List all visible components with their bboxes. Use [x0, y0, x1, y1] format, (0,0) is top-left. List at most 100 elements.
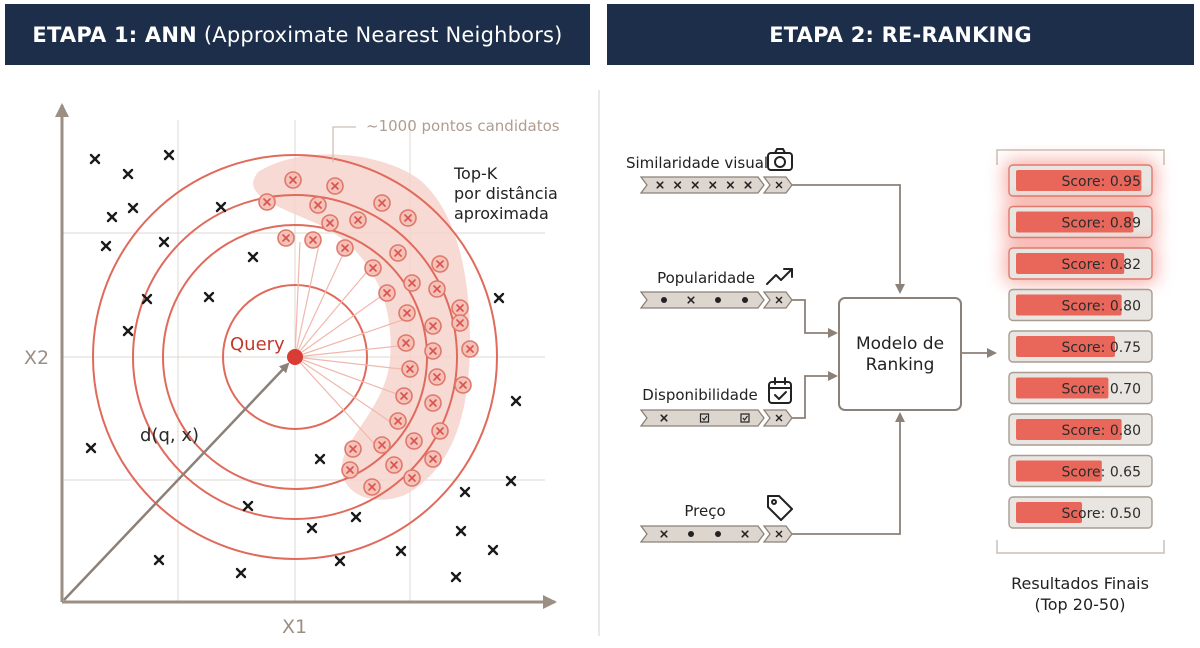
candidate-x-icon — [436, 260, 444, 268]
background-point — [334, 555, 346, 567]
strip-x — [660, 530, 668, 538]
score-bar — [1016, 377, 1109, 399]
background-point — [122, 168, 134, 180]
candidate-x-icon — [429, 455, 437, 463]
strip-x — [744, 181, 752, 189]
strip-dot — [688, 531, 694, 537]
candidate-point — [385, 456, 403, 474]
strip-end-x — [775, 181, 783, 189]
candidate-point — [373, 194, 391, 212]
candidates-leader — [332, 126, 356, 162]
strip-x — [656, 181, 664, 189]
background-point — [153, 554, 165, 566]
candidate-x-icon — [429, 399, 437, 407]
query-point — [287, 349, 303, 365]
candidate-point — [405, 432, 423, 450]
background-point — [141, 293, 153, 305]
candidate-x-icon — [404, 214, 412, 222]
candidate-point — [277, 229, 295, 247]
feature-vector-strip — [639, 176, 793, 194]
candidate-point — [454, 376, 472, 394]
results-line-1: Resultados Finais — [1011, 574, 1149, 593]
background-point — [203, 291, 215, 303]
stage1-subtitle: (Approximate Nearest Neighbors) — [203, 22, 563, 47]
strip-calendar-icon — [740, 413, 750, 423]
score-label: Score: 0.89 — [1061, 216, 1141, 232]
candidate-point — [424, 394, 442, 412]
strip-x — [660, 414, 668, 422]
candidate-x-icon — [400, 392, 408, 400]
score-label: Score: 0.70 — [1061, 382, 1141, 398]
reranking-flow: Similaridade visualPopularidadeDisponibi… — [626, 148, 1165, 614]
candidate-point — [258, 193, 276, 211]
candidate-point — [363, 478, 381, 496]
strip-x — [726, 181, 734, 189]
score-label: Score: 0.65 — [1061, 465, 1141, 481]
candidate-point — [451, 314, 469, 332]
x-axis-label: X1 — [282, 616, 307, 638]
strip-dot — [661, 297, 667, 303]
score-bar — [1016, 336, 1115, 357]
candidate-x-icon — [402, 339, 410, 347]
background-point — [505, 475, 517, 487]
price-tag-icon — [767, 495, 793, 521]
candidate-point — [424, 317, 442, 335]
score-bar — [1016, 211, 1134, 233]
background-point — [158, 236, 170, 248]
stage2-title: ETAPA 2: RE-RANKING — [769, 22, 1032, 47]
candidate-x-icon — [314, 201, 322, 209]
camera-icon — [767, 148, 793, 171]
candidate-point — [344, 440, 362, 458]
candidate-point — [424, 450, 442, 468]
candidate-point — [451, 299, 469, 317]
candidate-x-icon — [433, 373, 441, 381]
candidate-point — [395, 387, 413, 405]
stage1-header: ETAPA 1: ANN (Approximate Nearest Neighb… — [5, 4, 590, 65]
candidate-point — [399, 209, 417, 227]
background-point — [235, 567, 247, 579]
ann-plot: ~1000 pontos candidatos Top-K por distân… — [24, 103, 560, 638]
topk-band — [253, 154, 470, 500]
score-row: Score: 0.50 — [1008, 496, 1153, 529]
strip-x — [674, 181, 682, 189]
feature-row: Popularidade — [639, 268, 793, 309]
candidate-point — [424, 342, 442, 360]
candidate-points — [258, 171, 479, 496]
background-point — [450, 571, 462, 583]
candidate-x-icon — [369, 264, 377, 272]
score-bar — [1016, 170, 1142, 191]
background-point — [306, 522, 318, 534]
model-line-1: Modelo de — [856, 334, 944, 354]
score-bar — [1016, 294, 1122, 316]
candidate-point — [373, 436, 391, 454]
strip-x — [709, 181, 717, 189]
score-label: Score: 0.80 — [1061, 423, 1141, 439]
score-row: Score: 0.75 — [1008, 330, 1153, 363]
feature-vector-strip — [639, 409, 793, 427]
feature-label: Preço — [684, 502, 725, 520]
background-point — [100, 240, 112, 252]
candidate-x-icon — [383, 289, 391, 297]
distance-label: d(q, x) — [140, 425, 199, 446]
candidate-x-icon — [378, 441, 386, 449]
candidate-x-icon — [331, 182, 339, 190]
results-bottom-bracket — [996, 540, 1165, 554]
distance-arrow — [63, 362, 290, 601]
candidate-point — [389, 412, 407, 430]
score-bar — [1016, 253, 1125, 274]
score-row: Score: 0.82 — [1005, 244, 1156, 283]
candidate-x-icon — [459, 381, 467, 389]
background-point — [493, 292, 505, 304]
candidate-point — [428, 368, 446, 386]
candidate-x-icon — [289, 176, 297, 184]
candidate-x-icon — [326, 219, 334, 227]
candidate-x-icon — [456, 319, 464, 327]
candidate-x-icon — [406, 365, 414, 373]
feature-vector-strip — [639, 525, 793, 543]
query-rays — [294, 239, 411, 451]
candidate-x-icon — [410, 437, 418, 445]
score-row: Score: 0.80 — [1008, 413, 1153, 446]
strip-end-x — [775, 414, 783, 422]
stage2-header: ETAPA 2: RE-RANKING — [607, 4, 1194, 65]
